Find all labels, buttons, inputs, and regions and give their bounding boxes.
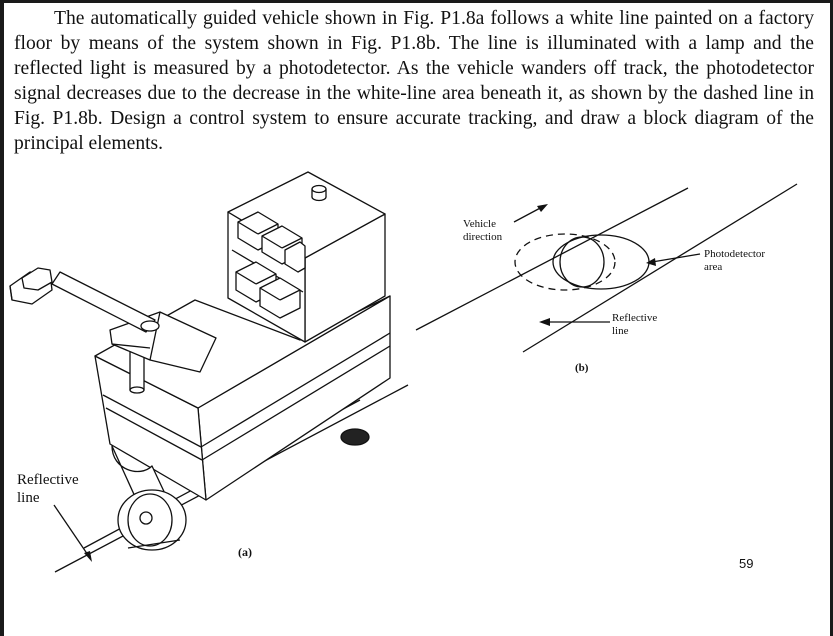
- body-stripe-side-2: [201, 345, 391, 461]
- figure-b-diagram: [415, 183, 798, 353]
- reflective-line-a-arrowhead: [84, 551, 92, 562]
- vehicle-direction-label-line1: Vehicle: [463, 218, 496, 230]
- problem-paragraph: The automatically guided vehicle shown i…: [14, 8, 814, 154]
- battery-edge: [259, 287, 281, 301]
- figure-a-vehicle: [9, 171, 409, 573]
- handle-arm-joint: [140, 320, 160, 332]
- steering-head-edge: [149, 311, 161, 361]
- reflective-line-a-leader-line: [53, 504, 91, 559]
- reflective-line-a-label-line1: Reflective: [17, 472, 79, 488]
- battery-block: [259, 277, 301, 319]
- photodetector-area-inner: [559, 236, 605, 288]
- frame-edge-left: [0, 0, 4, 636]
- photodetector-area-offtrack-dashed: [514, 233, 616, 291]
- battery-edge: [235, 271, 257, 285]
- photodetector-area-label-line2: area: [704, 261, 722, 273]
- steering-post-base: [129, 386, 145, 394]
- battery-block: [284, 241, 306, 273]
- battery-edge: [237, 221, 259, 235]
- vehicle-direction-label-line2: direction: [463, 231, 503, 243]
- grip-edge: [9, 285, 13, 301]
- control-handle-arm: [51, 271, 156, 333]
- battery-edge: [257, 223, 279, 235]
- battery-edge: [261, 235, 283, 249]
- reflective-line-b-label-line1: Reflective: [612, 312, 657, 324]
- reflective-line-a-leader: [53, 504, 92, 562]
- page-number: 59: [739, 556, 753, 571]
- battery-edge: [279, 289, 301, 301]
- rear-wheel: [340, 428, 370, 446]
- photodetector-leader-line: [651, 253, 701, 263]
- body-stripe-front-1: [102, 394, 202, 448]
- front-caster-hub: [139, 511, 153, 525]
- vehicle-direction-arrowhead: [537, 204, 548, 212]
- problem-statement: The automatically guided vehicle shown i…: [14, 6, 814, 156]
- battery-row-lower: [235, 261, 301, 319]
- reflective-line-a-label-line2: line: [17, 490, 40, 506]
- reflective-line-leader-arrowhead: [539, 318, 550, 326]
- battery-edge: [281, 237, 303, 249]
- body-stripe-front-2: [105, 407, 203, 461]
- frame-edge-right: [830, 0, 833, 636]
- reflective-line-edge-upper: [415, 187, 689, 331]
- reflective-line-b-label-line2: line: [612, 325, 629, 337]
- steering-head-edge: [111, 343, 151, 349]
- battery-row-upper: [237, 211, 306, 273]
- battery-edge: [255, 273, 277, 285]
- body-stripe-side-1: [200, 332, 391, 448]
- reflective-line-edge-lower: [522, 183, 798, 353]
- front-caster-base: [127, 539, 181, 549]
- tower-top-knob-cap: [311, 184, 327, 194]
- photodetector-area-label-line1: Photodetector: [704, 248, 765, 260]
- photodetector-leader-arrowhead: [646, 258, 656, 266]
- figure-b-caption: (b): [575, 362, 589, 374]
- figure-a-caption: (a): [238, 545, 252, 559]
- control-handle-grip-top: [21, 267, 53, 291]
- front-caster-wheel-rim: [127, 493, 173, 547]
- frame-edge-top: [0, 0, 833, 3]
